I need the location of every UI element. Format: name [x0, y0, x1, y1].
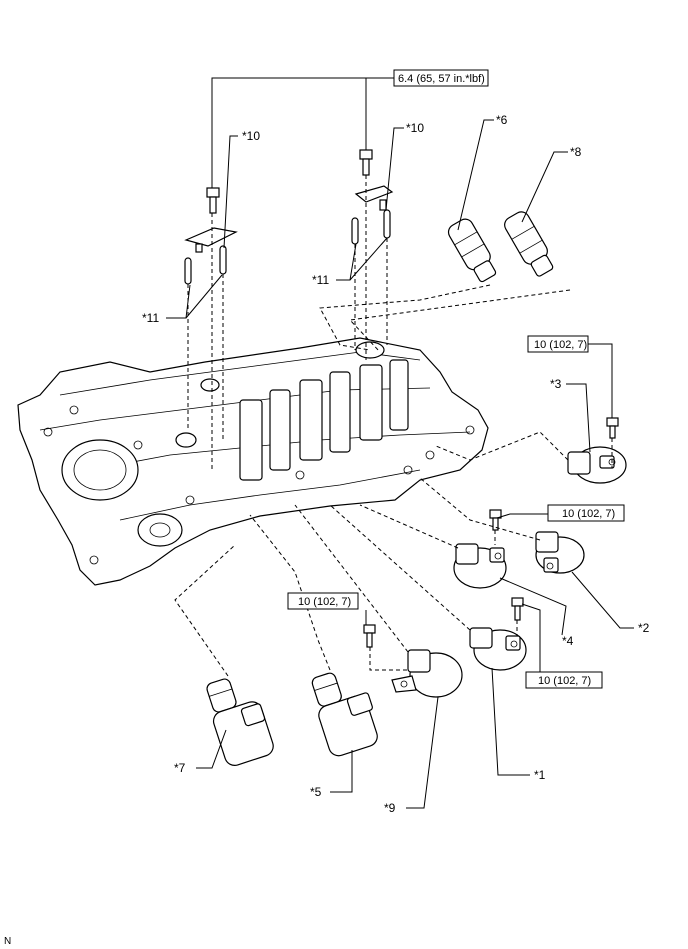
- bolt-left: [206, 187, 220, 214]
- callout-8: *8: [570, 145, 582, 159]
- solenoid-3: [567, 446, 627, 484]
- torque-label-1: 10 (102, 7): [538, 675, 591, 687]
- solenoid-7: [206, 678, 274, 766]
- torque-box-4: 10 (102, 7): [547, 504, 625, 522]
- callout-4: *4: [562, 634, 574, 648]
- callout-9: *9: [384, 801, 396, 815]
- pin-center-2: [383, 209, 391, 239]
- bracket-left: [184, 227, 238, 253]
- bolt-3: [606, 417, 619, 439]
- torque-label-3: 10 (102, 7): [534, 339, 587, 351]
- valve-body: [17, 337, 489, 586]
- callout-1: *1: [534, 768, 546, 782]
- callout-11-left: *11: [142, 311, 159, 325]
- bolt-1: [511, 597, 524, 621]
- solenoid-1: [469, 627, 527, 671]
- pin-left-1: [184, 257, 192, 285]
- pin-center-1: [351, 217, 359, 245]
- torque-box-1: 10 (102, 7): [525, 671, 603, 689]
- callout-3: *3: [550, 377, 562, 391]
- solenoid-5: [311, 672, 378, 757]
- leader-lines: [166, 77, 634, 809]
- torque-box-3: 10 (102, 7): [527, 335, 589, 353]
- torque-label-top: 6.4 (65, 57 in.*lbf): [398, 73, 485, 85]
- assembly-lines: [174, 175, 613, 677]
- callout-7: *7: [174, 761, 186, 775]
- corner-mark: N: [4, 936, 11, 947]
- bolt-center: [359, 149, 373, 176]
- callout-11-right: *11: [312, 273, 329, 287]
- torque-box-top: 6.4 (65, 57 in.*lbf): [393, 69, 489, 87]
- solenoid-2: [535, 531, 585, 574]
- torque-box-9: 10 (102, 7): [287, 592, 359, 610]
- callout-5: *5: [310, 785, 322, 799]
- solenoid-9: [391, 649, 463, 698]
- solenoid-8: [504, 211, 554, 277]
- solenoid-6: [447, 218, 497, 283]
- callout-10-left: *10: [242, 129, 260, 143]
- bolt-9: [363, 624, 376, 648]
- torque-label-4: 10 (102, 7): [562, 508, 615, 520]
- solenoid-4: [453, 543, 507, 589]
- callout-2: *2: [638, 621, 650, 635]
- callout-10-right: *10: [406, 121, 424, 135]
- torque-label-9: 10 (102, 7): [298, 596, 351, 608]
- callout-6: *6: [496, 113, 508, 127]
- pin-left-2: [219, 245, 227, 275]
- bolt-4: [489, 509, 502, 531]
